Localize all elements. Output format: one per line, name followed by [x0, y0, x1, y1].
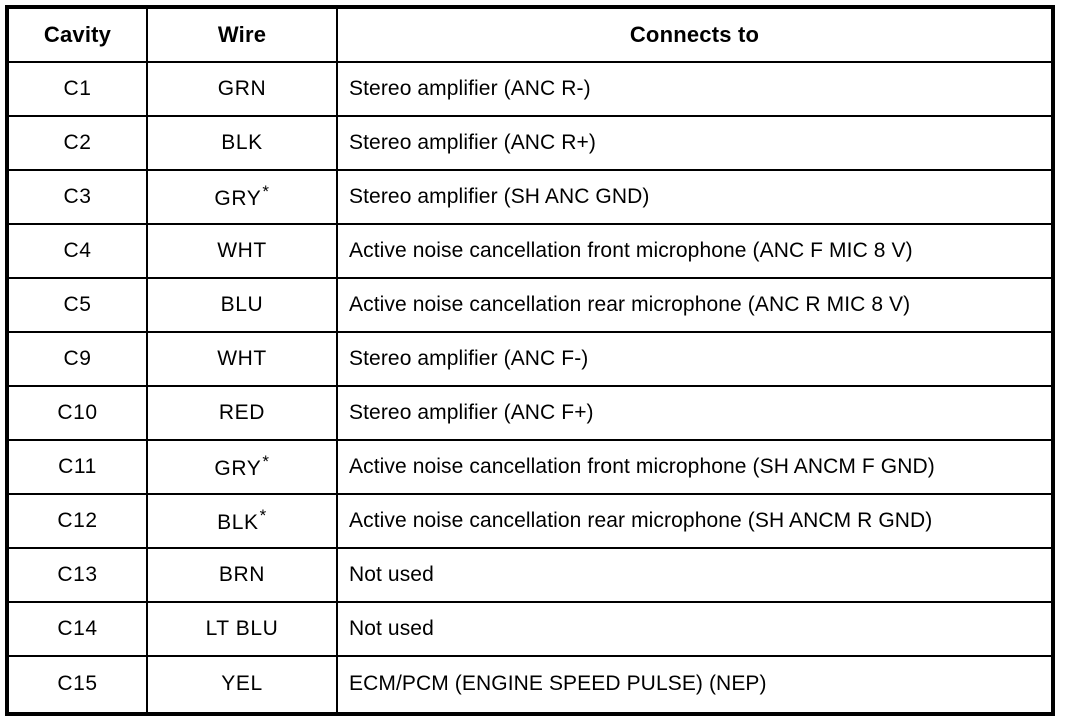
wire-color-code: BRN — [219, 563, 265, 587]
wire-color-label: BLU — [220, 292, 264, 316]
column-header-wire: Wire — [146, 6, 338, 63]
wire-color-code: GRY* — [214, 183, 269, 211]
cell-connects-to: Stereo amplifier (ANC R-) — [336, 61, 1054, 117]
table-row: C3 GRY* Stereo amplifier (SH ANC GND) — [6, 169, 1054, 225]
cell-wire: GRN — [146, 61, 338, 117]
connector-cavity-table: Cavity Wire Connects to C1 GRN Stereo ampl… — [5, 5, 1055, 716]
table-row: C15 YEL ECM/PCM (ENGINE SPEED PULSE) (NEP) — [6, 655, 1054, 715]
cell-wire: BLK* — [146, 493, 338, 549]
wire-color-label: WHT — [217, 346, 267, 370]
wire-color-label: BLK — [217, 510, 259, 534]
cell-cavity: C9 — [6, 331, 148, 387]
wire-color-code: RED — [219, 401, 265, 425]
cell-connects-to: Stereo amplifier (ANC F+) — [336, 385, 1054, 441]
cell-wire: GRY* — [146, 439, 338, 495]
wire-color-label: RED — [218, 400, 266, 424]
wire-color-label: GRY — [214, 186, 262, 210]
cell-cavity: C12 — [6, 493, 148, 549]
cell-cavity: C13 — [6, 547, 148, 603]
cell-cavity: C1 — [6, 61, 148, 117]
cell-wire: BLK — [146, 115, 338, 171]
table-header-row: Cavity Wire Connects to — [6, 6, 1054, 63]
wire-color-label: BRN — [218, 562, 266, 586]
cell-cavity: C15 — [6, 655, 148, 715]
column-header-cavity: Cavity — [6, 6, 148, 63]
footnote-asterisk: * — [262, 181, 270, 201]
wire-color-code: LT BLU — [206, 617, 279, 641]
wire-color-label: GRN — [217, 76, 267, 100]
cell-cavity: C14 — [6, 601, 148, 657]
table-row: C13 BRN Not used — [6, 547, 1054, 603]
column-header-connects-to: Connects to — [336, 6, 1054, 63]
wire-color-label: LT BLU — [205, 616, 279, 640]
footnote-asterisk: * — [259, 505, 267, 525]
cell-wire: GRY* — [146, 169, 338, 225]
cell-connects-to: Active noise cancellation front micropho… — [336, 223, 1054, 279]
wire-color-label: BLK — [221, 130, 263, 154]
cell-connects-to: Stereo amplifier (ANC R+) — [336, 115, 1054, 171]
table-row: C2 BLK Stereo amplifier (ANC R+) — [6, 115, 1054, 171]
cell-connects-to: ECM/PCM (ENGINE SPEED PULSE) (NEP) — [336, 655, 1054, 715]
wire-color-code: BLK — [221, 131, 263, 155]
wire-color-code: WHT — [217, 347, 267, 371]
cell-cavity: C3 — [6, 169, 148, 225]
cell-cavity: C10 — [6, 385, 148, 441]
cell-wire: LT BLU — [146, 601, 338, 657]
table-row: C5 BLU Active noise cancellation rear micr… — [6, 277, 1054, 333]
footnote-asterisk: * — [262, 451, 270, 471]
wire-color-label: WHT — [217, 238, 267, 262]
wire-color-code: GRY* — [214, 453, 269, 481]
cell-connects-to: Active noise cancellation rear microphon… — [336, 277, 1054, 333]
wire-color-code: WHT — [217, 239, 267, 263]
cell-wire: BLU — [146, 277, 338, 333]
cell-wire: WHT — [146, 331, 338, 387]
cell-wire: YEL — [146, 655, 338, 715]
cell-wire: BRN — [146, 547, 338, 603]
wire-color-code: GRN — [218, 77, 266, 101]
cell-wire: RED — [146, 385, 338, 441]
cell-cavity: C4 — [6, 223, 148, 279]
table-row: C11 GRY* Active noise cancellation front m… — [6, 439, 1054, 495]
cell-connects-to: Stereo amplifier (ANC F-) — [336, 331, 1054, 387]
cell-connects-to: Not used — [336, 547, 1054, 603]
cell-cavity: C11 — [6, 439, 148, 495]
cell-cavity: C2 — [6, 115, 148, 171]
cell-connects-to: Active noise cancellation front micropho… — [336, 439, 1054, 495]
cell-cavity: C5 — [6, 277, 148, 333]
cell-connects-to: Active noise cancellation rear microphon… — [336, 493, 1054, 549]
table-row: C4 WHT Active noise cancellation front mic… — [6, 223, 1054, 279]
wire-color-label: YEL — [221, 672, 263, 696]
table-row: C9 WHT Stereo amplifier (ANC F-) — [6, 331, 1054, 387]
table-row: C1 GRN Stereo amplifier (ANC R-) — [6, 61, 1054, 117]
table-row: C12 BLK* Active noise cancellation rear mi… — [6, 493, 1054, 549]
table-header: Cavity Wire Connects to — [6, 6, 1054, 63]
wire-color-code: YEL — [221, 672, 263, 696]
wire-color-label: GRY — [214, 456, 262, 480]
wire-color-code: BLU — [221, 293, 264, 317]
cell-connects-to: Stereo amplifier (SH ANC GND) — [336, 169, 1054, 225]
cell-wire: WHT — [146, 223, 338, 279]
table-row: C10 RED Stereo amplifier (ANC F+) — [6, 385, 1054, 441]
wire-color-code: BLK* — [217, 507, 267, 535]
table-row: C14 LT BLU Not used — [6, 601, 1054, 657]
cell-connects-to: Not used — [336, 601, 1054, 657]
